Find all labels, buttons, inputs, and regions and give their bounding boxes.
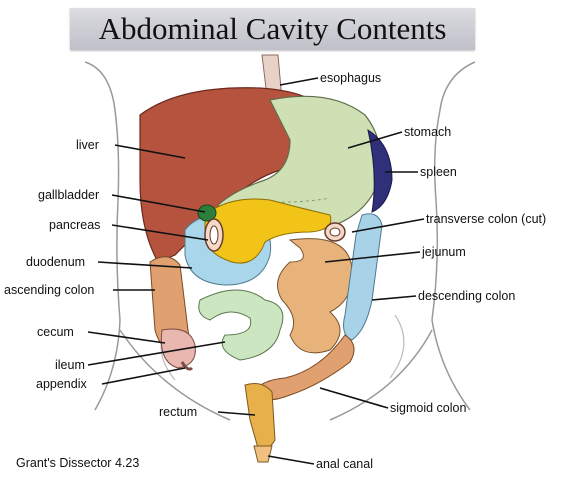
rectum-shape <box>245 384 275 449</box>
label-ascending-colon: ascending colon <box>4 283 94 297</box>
ileum-shape <box>199 290 283 360</box>
label-anal-canal: anal canal <box>316 457 373 471</box>
label-liver: liver <box>76 138 99 152</box>
label-appendix: appendix <box>36 377 87 391</box>
anal-canal-shape <box>254 446 272 462</box>
label-descending-colon: descending colon <box>418 289 515 303</box>
label-sigmoid-colon: sigmoid colon <box>390 401 466 415</box>
label-pancreas: pancreas <box>49 218 100 232</box>
label-spleen: spleen <box>420 165 457 179</box>
label-rectum: rectum <box>159 405 197 419</box>
label-gallbladder: gallbladder <box>38 188 99 202</box>
label-duodenum: duodenum <box>26 255 85 269</box>
label-esophagus: esophagus <box>320 71 381 85</box>
label-jejunum: jejunum <box>422 245 466 259</box>
pelvis-outline <box>161 315 404 380</box>
label-stomach: stomach <box>404 125 451 139</box>
label-cecum: cecum <box>37 325 74 339</box>
label-ileum: ileum <box>55 358 85 372</box>
label-transverse-colon: transverse colon (cut) <box>426 212 546 226</box>
jejunum-shape <box>278 239 353 353</box>
source-credit: Grant's Dissector 4.23 <box>16 456 139 470</box>
